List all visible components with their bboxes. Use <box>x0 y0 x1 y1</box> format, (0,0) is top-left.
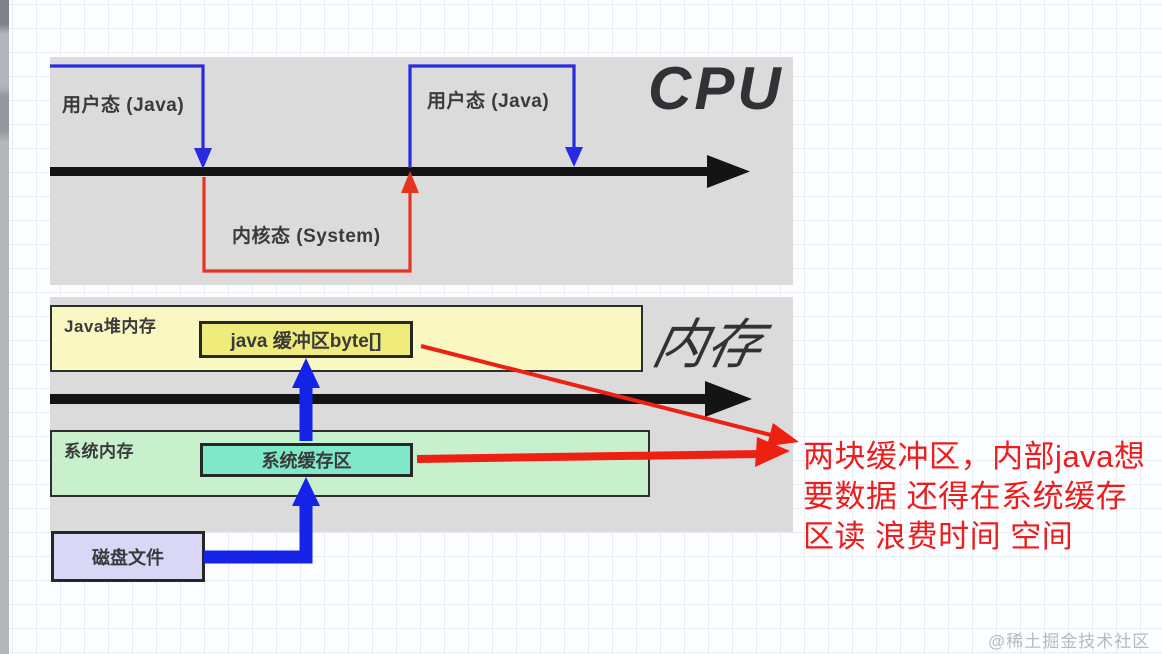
system-memory-label: 系统内存 <box>64 442 134 461</box>
cpu-title: CPU <box>648 55 784 122</box>
disk-file-box: 磁盘文件 <box>51 531 205 582</box>
watermark: @稀土掘金技术社区 <box>988 632 1151 651</box>
annotation-note: 两块缓冲区，内部java想 要数据 还得在系统缓存 区读 浪费时间 空间 <box>803 439 1146 554</box>
user-mode-label-1: 用户态 (Java) <box>62 95 185 116</box>
kernel-mode-label: 内核态 (System) <box>232 226 381 247</box>
memory-title: 内存 <box>647 315 769 375</box>
java-buffer-box: java 缓冲区byte[] <box>199 321 413 358</box>
system-buffer-box: 系统缓存区 <box>200 443 413 477</box>
page-edge-strip <box>0 0 9 654</box>
java-heap-label: Java堆内存 <box>64 317 157 336</box>
user-mode-label-2: 用户态 (Java) <box>427 91 550 112</box>
